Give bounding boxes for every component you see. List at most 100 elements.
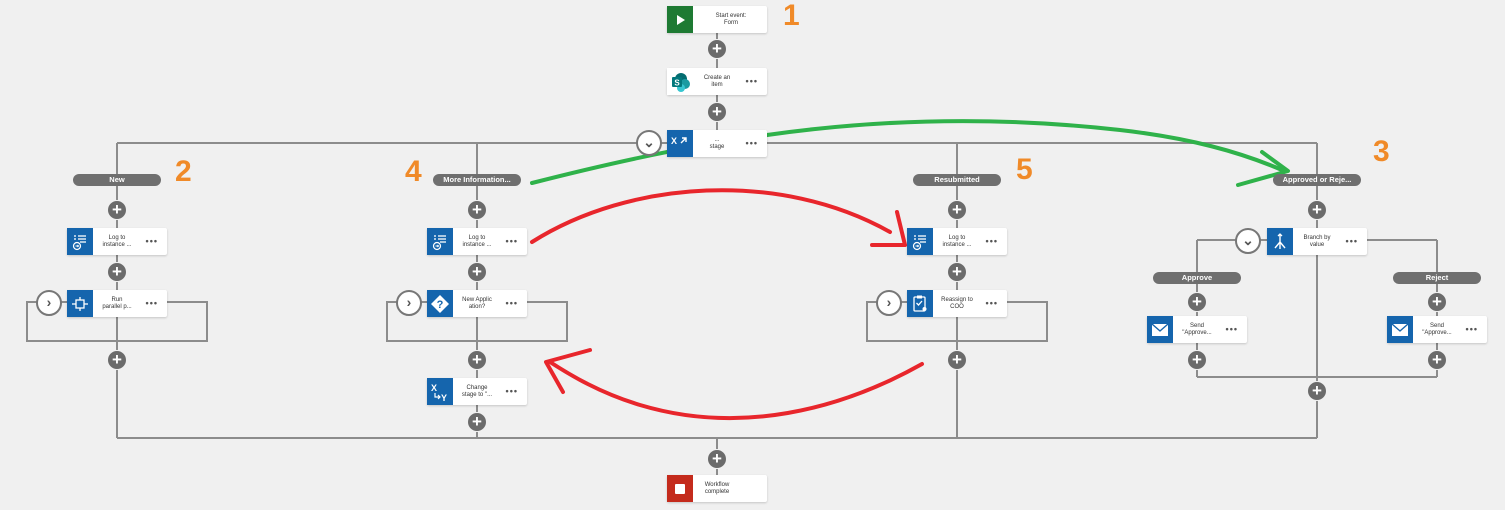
green-annotation-arrow: [530, 118, 1290, 187]
collapse-toggle[interactable]: ⌄: [1235, 228, 1261, 254]
run-parallel-card[interactable]: Run parallel p... •••: [67, 290, 167, 317]
new-application-decision-card[interactable]: ? New Applic ation? •••: [427, 290, 527, 317]
annotation-number-5: 5: [1016, 153, 1033, 186]
add-action-button[interactable]: +: [467, 262, 487, 282]
card-label: New Applic ation?: [462, 296, 492, 310]
mail-icon: [1387, 316, 1413, 343]
sharepoint-icon: S: [667, 68, 693, 95]
change-stage-icon: X: [667, 130, 693, 157]
stop-icon: [667, 475, 693, 502]
card-label: Log to instance ...: [462, 234, 492, 248]
card-label: Workflow complete: [704, 481, 730, 495]
task-icon: [907, 290, 933, 317]
svg-text:S: S: [674, 78, 680, 87]
card-label: Log to instance ...: [942, 234, 972, 248]
add-action-button[interactable]: +: [467, 412, 487, 432]
branch-pill-approved-or-rejected[interactable]: Approved or Reje...: [1273, 174, 1361, 186]
add-action-button[interactable]: +: [1187, 350, 1207, 370]
more-options-button[interactable]: •••: [1345, 236, 1358, 246]
log-icon: [907, 228, 933, 255]
card-label: Start event: Form: [715, 12, 747, 26]
more-options-button[interactable]: •••: [1225, 324, 1238, 334]
collapse-toggle[interactable]: ⌄: [636, 130, 662, 156]
svg-text:X: X: [671, 136, 677, 146]
card-label: Change stage to "...: [461, 384, 493, 398]
svg-text:?: ?: [437, 299, 444, 311]
reassign-to-coo-card[interactable]: Reassign to COO •••: [907, 290, 1007, 317]
log-icon: [67, 228, 93, 255]
more-options-button[interactable]: •••: [505, 298, 518, 308]
more-options-button[interactable]: •••: [505, 386, 518, 396]
more-options-button[interactable]: •••: [145, 298, 158, 308]
annotation-number-2: 2: [175, 155, 192, 188]
add-action-button[interactable]: +: [1307, 381, 1327, 401]
expand-toggle[interactable]: ›: [36, 290, 62, 316]
log-to-instance-card[interactable]: Log to instance ... •••: [907, 228, 1007, 255]
parallel-icon: [67, 290, 93, 317]
red-annotation-arrow-bottom: [544, 348, 924, 420]
annotation-number-1: 1: [783, 0, 800, 32]
more-options-button[interactable]: •••: [985, 298, 998, 308]
branch-pill-approve[interactable]: Approve: [1153, 272, 1241, 284]
chevron-down-icon: ⌄: [643, 134, 655, 150]
add-action-button[interactable]: +: [107, 262, 127, 282]
branch-by-value-card[interactable]: Branch by value •••: [1267, 228, 1367, 255]
card-label: ... stage: [709, 136, 725, 150]
more-options-button[interactable]: •••: [745, 138, 758, 148]
add-action-button[interactable]: +: [1427, 350, 1447, 370]
add-action-button[interactable]: +: [1307, 200, 1327, 220]
chevron-right-icon: ›: [46, 294, 52, 310]
card-label: Branch by value: [1303, 234, 1331, 248]
add-action-button[interactable]: +: [947, 350, 967, 370]
play-icon: [667, 6, 693, 33]
chevron-right-icon: ›: [886, 294, 892, 310]
start-event-card[interactable]: Start event: Form: [667, 6, 767, 33]
add-action-button[interactable]: +: [107, 350, 127, 370]
log-to-instance-card[interactable]: Log to instance ... •••: [427, 228, 527, 255]
workflow-complete-card[interactable]: Workflow complete: [667, 475, 767, 502]
annotation-number-3: 3: [1373, 135, 1390, 168]
branch-pill-reject[interactable]: Reject: [1393, 272, 1481, 284]
add-action-button[interactable]: +: [707, 39, 727, 59]
add-action-button[interactable]: +: [707, 102, 727, 122]
branch-icon: [1267, 228, 1293, 255]
card-label: Send "Approve...: [1182, 322, 1212, 336]
expand-toggle[interactable]: ›: [876, 290, 902, 316]
create-item-card[interactable]: S Create an item •••: [667, 68, 767, 95]
branch-pill-resubmitted[interactable]: Resubmitted: [913, 174, 1001, 186]
add-action-button[interactable]: +: [467, 200, 487, 220]
branch-pill-more-information[interactable]: More Information...: [433, 174, 521, 186]
branch-pill-new[interactable]: New: [73, 174, 161, 186]
more-options-button[interactable]: •••: [745, 76, 758, 86]
red-annotation-arrow-top: [530, 188, 907, 247]
more-options-button[interactable]: •••: [985, 236, 998, 246]
change-stage-card[interactable]: X ... stage •••: [667, 130, 767, 157]
chevron-right-icon: ›: [406, 294, 412, 310]
chevron-down-icon: ⌄: [1242, 232, 1254, 248]
log-icon: [427, 228, 453, 255]
more-options-button[interactable]: •••: [505, 236, 518, 246]
add-action-button[interactable]: +: [107, 200, 127, 220]
more-options-button[interactable]: •••: [145, 236, 158, 246]
more-options-button[interactable]: •••: [1465, 324, 1478, 334]
mail-icon: [1147, 316, 1173, 343]
add-action-button[interactable]: +: [947, 262, 967, 282]
add-action-button[interactable]: +: [707, 449, 727, 469]
add-action-button[interactable]: +: [1427, 292, 1447, 312]
annotation-number-4: 4: [405, 155, 422, 188]
add-action-button[interactable]: +: [1187, 292, 1207, 312]
log-to-instance-card[interactable]: Log to instance ... •••: [67, 228, 167, 255]
add-action-button[interactable]: +: [947, 200, 967, 220]
card-label: Run parallel p...: [102, 296, 132, 310]
expand-toggle[interactable]: ›: [396, 290, 422, 316]
decision-icon: ?: [427, 290, 453, 317]
send-email-reject-card[interactable]: Send "Approve... •••: [1387, 316, 1487, 343]
svg-text:Y: Y: [441, 393, 447, 402]
send-email-approve-card[interactable]: Send "Approve... •••: [1147, 316, 1247, 343]
add-action-button[interactable]: +: [467, 350, 487, 370]
card-label: Log to instance ...: [102, 234, 132, 248]
svg-text:X: X: [431, 383, 437, 393]
card-label: Send "Approve...: [1422, 322, 1452, 336]
